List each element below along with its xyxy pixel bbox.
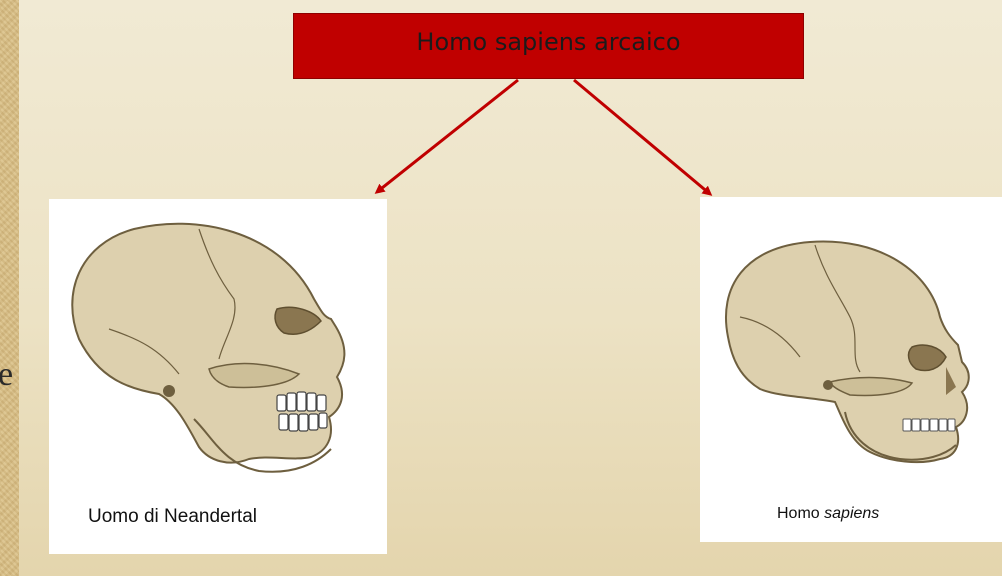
- sapiens-skull-icon: [700, 197, 1002, 542]
- arrow-to-neandertal: [377, 80, 518, 192]
- neandertal-card: Uomo di Neandertal: [49, 199, 387, 554]
- sapiens-card: Homo sapiens: [700, 197, 1002, 542]
- neanderthal-skull-icon: [49, 199, 387, 554]
- sapiens-label: Homo sapiens: [777, 505, 879, 523]
- neandertal-label: Uomo di Neandertal: [88, 506, 257, 528]
- sapiens-label-italic: sapiens: [824, 505, 879, 522]
- root-node-box: Homo sapiens arcaico: [293, 13, 804, 79]
- root-node-label: Homo sapiens arcaico: [416, 28, 680, 56]
- arrow-to-sapiens: [574, 80, 710, 194]
- sapiens-label-prefix: Homo: [777, 505, 820, 522]
